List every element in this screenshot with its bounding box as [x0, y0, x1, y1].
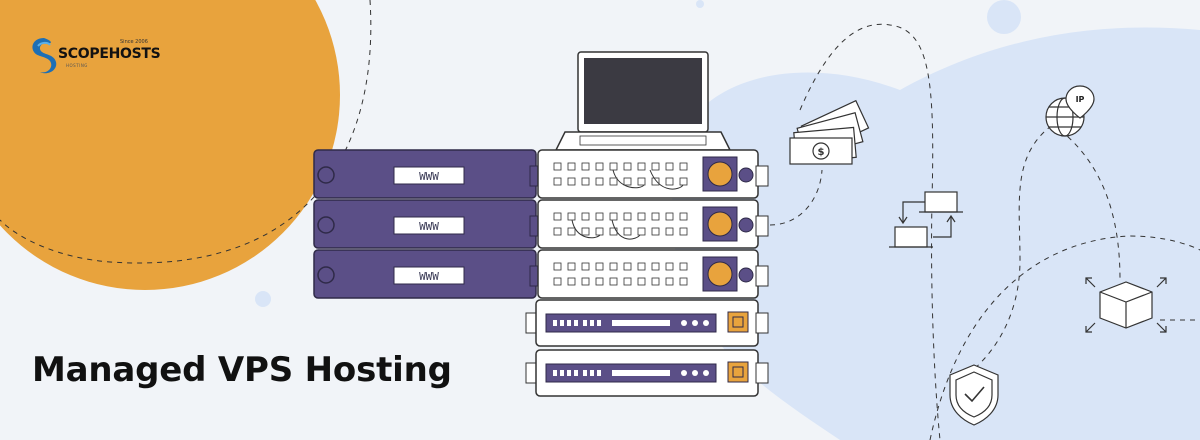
server-unit-2: WWW [313, 199, 769, 249]
bubble-small [696, 0, 704, 8]
dollar-symbol: $ [818, 147, 825, 158]
logo-swirl-icon [32, 38, 57, 74]
dashed-arc-left [0, 0, 372, 264]
server-unit-5 [525, 349, 769, 397]
brand-name: SCOPEHOSTS [58, 46, 161, 62]
brand-since: Since 2006 [120, 39, 148, 45]
server-unit-4 [525, 299, 769, 347]
transfer-icon [889, 191, 963, 248]
ip-label: IP [1076, 95, 1085, 104]
money-icon: $ [789, 99, 870, 165]
laptop-icon [554, 51, 732, 151]
globe-ip-icon: IP [1045, 85, 1095, 137]
server-label-1: WWW [419, 170, 439, 183]
connector-paths [769, 23, 1200, 440]
server-rack: WWW WWW [313, 149, 769, 397]
bubble-top [987, 0, 1021, 34]
server-label-2: WWW [419, 220, 439, 233]
brand-tagline: HOSTING [66, 63, 88, 68]
box-icon [1085, 277, 1167, 333]
server-unit-3: WWW [313, 249, 769, 299]
shield-check-icon [949, 364, 999, 426]
server-unit-1: WWW [313, 149, 769, 199]
bubble-left [255, 291, 271, 307]
server-label-3: WWW [419, 270, 439, 283]
brand-logo[interactable]: SCOPEHOSTS Since 2006 HOSTING [28, 36, 161, 76]
orange-blob [0, 0, 340, 290]
page-title: Managed VPS Hosting [32, 350, 452, 390]
